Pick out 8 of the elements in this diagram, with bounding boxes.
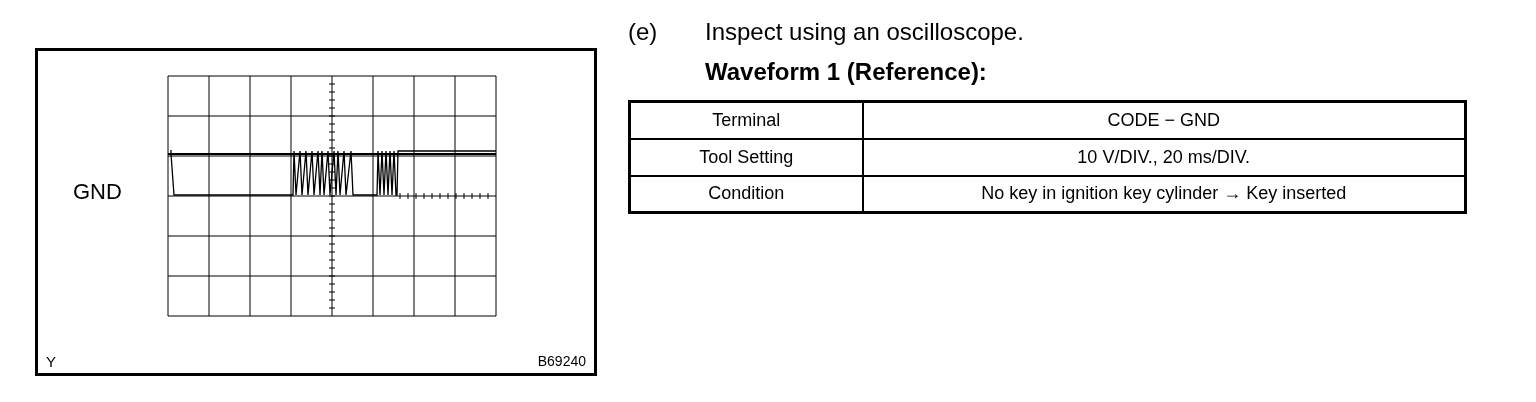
figure-code: B69240: [537, 354, 586, 368]
waveform-heading: Waveform 1 (Reference):: [705, 60, 987, 84]
table-cell: Tool Setting: [629, 138, 863, 176]
ground-label: GND: [73, 181, 122, 203]
corner-letter: Y: [46, 354, 56, 369]
instruction-text: Inspect using an oscilloscope.: [705, 20, 1024, 44]
table-cell: Terminal: [629, 101, 863, 139]
step-letter: (e): [628, 20, 658, 44]
